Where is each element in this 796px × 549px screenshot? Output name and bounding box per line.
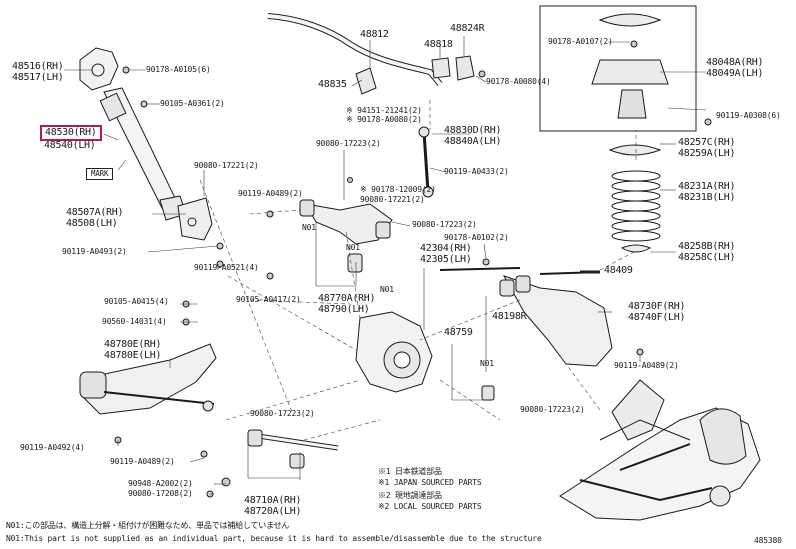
note-marker[interactable]: N01 (346, 243, 360, 252)
part-label[interactable]: 90080-17223(2) (250, 409, 315, 418)
part-label[interactable]: 90080-17223(2) (520, 405, 585, 414)
part-label[interactable]: 48258B(RH) (678, 241, 736, 252)
part-label[interactable]: 48710A(RH) (244, 495, 302, 506)
mark-tag: MARK (86, 168, 114, 180)
footnote-jp: N01:この部品は、構造上分解・組付けが困難なため、単品では補給していません (6, 521, 290, 530)
note-marker[interactable]: N01 (302, 223, 316, 232)
part-label[interactable]: 48257C(RH) (678, 137, 736, 148)
part-label[interactable]: 90178-A0080(4) (486, 77, 551, 86)
part-label[interactable]: 48507A(RH) (66, 207, 124, 218)
diagram-id: 485380 (754, 536, 782, 545)
shock-upper-mount (79, 47, 119, 91)
coil-spring (611, 170, 661, 242)
legend-line: ※2 現地調達部品 (378, 491, 442, 500)
stabilizer-bracket (431, 57, 451, 79)
part-label[interactable]: 48048A(RH) (706, 57, 764, 68)
part-label[interactable]: 48790(LH) (318, 304, 370, 315)
part-label[interactable]: 90080-17221(2) (194, 161, 259, 170)
toe-control-rod (439, 267, 521, 271)
upper-support-box (539, 5, 697, 132)
part-label[interactable]: 48835 (318, 79, 347, 90)
part-label[interactable]: 48517(LH) (12, 72, 64, 83)
part-label[interactable]: 90105-A0361(2) (160, 99, 225, 108)
part-label[interactable]: 90119-A0489(2) (614, 361, 679, 370)
part-label[interactable]: 90178-A0102(2) (444, 233, 509, 242)
stabilizer-bar (267, 13, 443, 86)
part-label[interactable]: 48508(LH) (66, 218, 118, 229)
footnote-en: N01:This part is not supplied as an indi… (6, 534, 542, 543)
part-label[interactable]: 48198R (492, 311, 527, 322)
part-label[interactable]: 90080-17208(2) (128, 489, 193, 498)
part-label[interactable]: 42305(LH) (420, 254, 472, 265)
part-label[interactable]: 90080-17221(2) (360, 195, 425, 204)
part-label[interactable]: 90119-A0489(2) (238, 189, 303, 198)
legend-line: ※1 JAPAN SOURCED PARTS (378, 478, 482, 487)
part-label[interactable]: 48540(LH) (44, 140, 96, 151)
part-label[interactable]: 90119-A0308(6) (716, 111, 781, 120)
stabilizer-bushing (355, 67, 377, 95)
part-label[interactable]: 48759 (444, 327, 473, 338)
lower-spring-seat (620, 244, 652, 253)
rear-lower-arm (502, 275, 613, 367)
part-label[interactable]: 90178-A0107(2) (548, 37, 613, 46)
legend-line: ※1 日本鉄道部品 (378, 467, 442, 476)
part-label[interactable]: 48812 (360, 29, 389, 40)
part-label[interactable]: 90119-A0433(2) (444, 167, 509, 176)
part-label[interactable]: 90105-A0417(2) (236, 295, 301, 304)
part-label[interactable]: 48409 (604, 265, 633, 276)
part-label[interactable]: ※ 90178-12009(2) (360, 185, 436, 194)
part-label[interactable]: 48818 (424, 39, 453, 50)
part-label[interactable]: 90560-14031(4) (102, 317, 167, 326)
part-label[interactable]: 48258C(LH) (678, 252, 736, 263)
upper-control-arm (305, 203, 393, 245)
upper-spring-seat (608, 144, 662, 156)
note-marker[interactable]: N01 (480, 359, 494, 368)
part-label[interactable]: 48720A(LH) (244, 506, 302, 517)
part-label[interactable]: 48840A(LH) (444, 136, 502, 147)
part-label[interactable]: 90080-17223(2) (316, 139, 381, 148)
part-label[interactable]: 48830D(RH) (444, 125, 502, 136)
part-label[interactable]: 48231B(LH) (678, 192, 736, 203)
part-label[interactable]: 90105-A0415(4) (104, 297, 169, 306)
part-label[interactable]: 42304(RH) (420, 243, 472, 254)
stabilizer-link (422, 131, 430, 193)
part-label[interactable]: 48780E(RH) (104, 339, 162, 350)
part-label[interactable]: ※ 94151-21241(2) (346, 106, 422, 115)
part-label[interactable]: 48730F(RH) (628, 301, 686, 312)
part-label[interactable]: 48824R (450, 23, 485, 34)
part-label[interactable]: 90119-A0492(4) (20, 443, 85, 452)
part-label[interactable]: 48780E(LH) (104, 350, 162, 361)
part-label[interactable]: 48740F(LH) (628, 312, 686, 323)
part-label[interactable]: 90119-A0521(4) (194, 263, 259, 272)
note-marker[interactable]: N01 (380, 285, 394, 294)
legend-line: ※2 LOCAL SOURCED PARTS (378, 502, 482, 511)
part-label[interactable]: 90948-A2002(2) (128, 479, 193, 488)
part-label[interactable]: 48770A(RH) (318, 293, 376, 304)
part-label[interactable]: 90178-A0105(6) (146, 65, 211, 74)
part-label[interactable]: ※ 90178-A0080(2) (346, 115, 422, 124)
part-label[interactable]: 90119-A0493(2) (62, 247, 127, 256)
part-label[interactable]: 48231A(RH) (678, 181, 736, 192)
part-label[interactable]: 90080-17223(2) (412, 220, 477, 229)
part-label[interactable]: 48049A(LH) (706, 68, 764, 79)
part-label[interactable]: 48259A(LH) (678, 148, 736, 159)
part-label[interactable]: 48516(RH) (12, 61, 64, 72)
part-label[interactable]: 90119-A0489(2) (110, 457, 175, 466)
part-label-highlighted[interactable]: 48530(RH) (40, 125, 102, 141)
lower-control-arm (81, 343, 217, 415)
